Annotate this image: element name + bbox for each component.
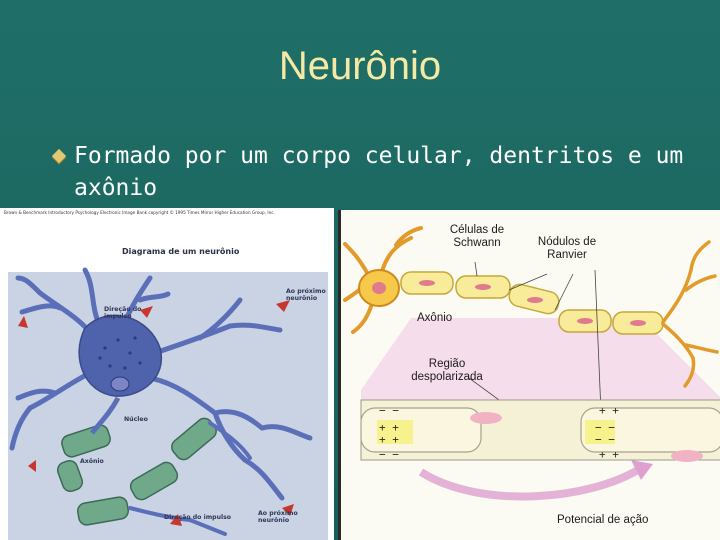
neuron-drawing (9, 267, 313, 536)
label-next-neuron-bottom: Ao próximo neurônio (258, 510, 298, 524)
label-ranvier-nodes: Nódulos de Ranvier (537, 236, 597, 261)
bullet-item: Formado por um corpo celular, dentritos … (48, 140, 688, 204)
label-direction-bottom: Direção do impulso (164, 514, 232, 521)
slide-title: Neurônio (278, 44, 442, 88)
label-nucleus: Núcleo (124, 416, 148, 423)
label-depolarized-region: Região despolarizada (411, 358, 483, 383)
axon-drawing: − − + + + + − − + + − − − − + + (343, 226, 720, 501)
label-axon-right: Axônio (417, 312, 453, 324)
label-direction-top: Direção do impulso (104, 306, 142, 320)
label-axon: Axônio (80, 458, 104, 465)
svg-text:+ +: + + (599, 448, 619, 461)
label-action-potential: Potencial de ação (557, 514, 649, 526)
myelinated-axon-image: − − + + + + − − + + − − − − + + Células … (338, 210, 720, 540)
diagram-panel (8, 272, 328, 540)
diamond-bullet-icon (51, 148, 67, 164)
svg-text:+ +: + + (599, 404, 619, 417)
svg-text:+ +: + + (379, 421, 399, 434)
neuron-diagram-image: Brown & Benchmark Introductory Psycholog… (0, 208, 334, 540)
svg-text:− −: − − (379, 448, 399, 461)
svg-text:− −: − − (595, 421, 615, 434)
image-credit: Brown & Benchmark Introductory Psycholog… (4, 210, 275, 215)
diagram-title: Diagrama de um neurônio (122, 247, 240, 256)
label-schwann-cells: Células de Schwann (449, 224, 505, 249)
svg-text:− −: − − (595, 433, 615, 446)
bullet-text: Formado por um corpo celular, dentritos … (74, 143, 684, 201)
svg-text:− −: − − (379, 404, 399, 417)
label-next-neuron-top: Ao próximo neurônio (286, 288, 326, 302)
svg-text:+ +: + + (379, 433, 399, 446)
